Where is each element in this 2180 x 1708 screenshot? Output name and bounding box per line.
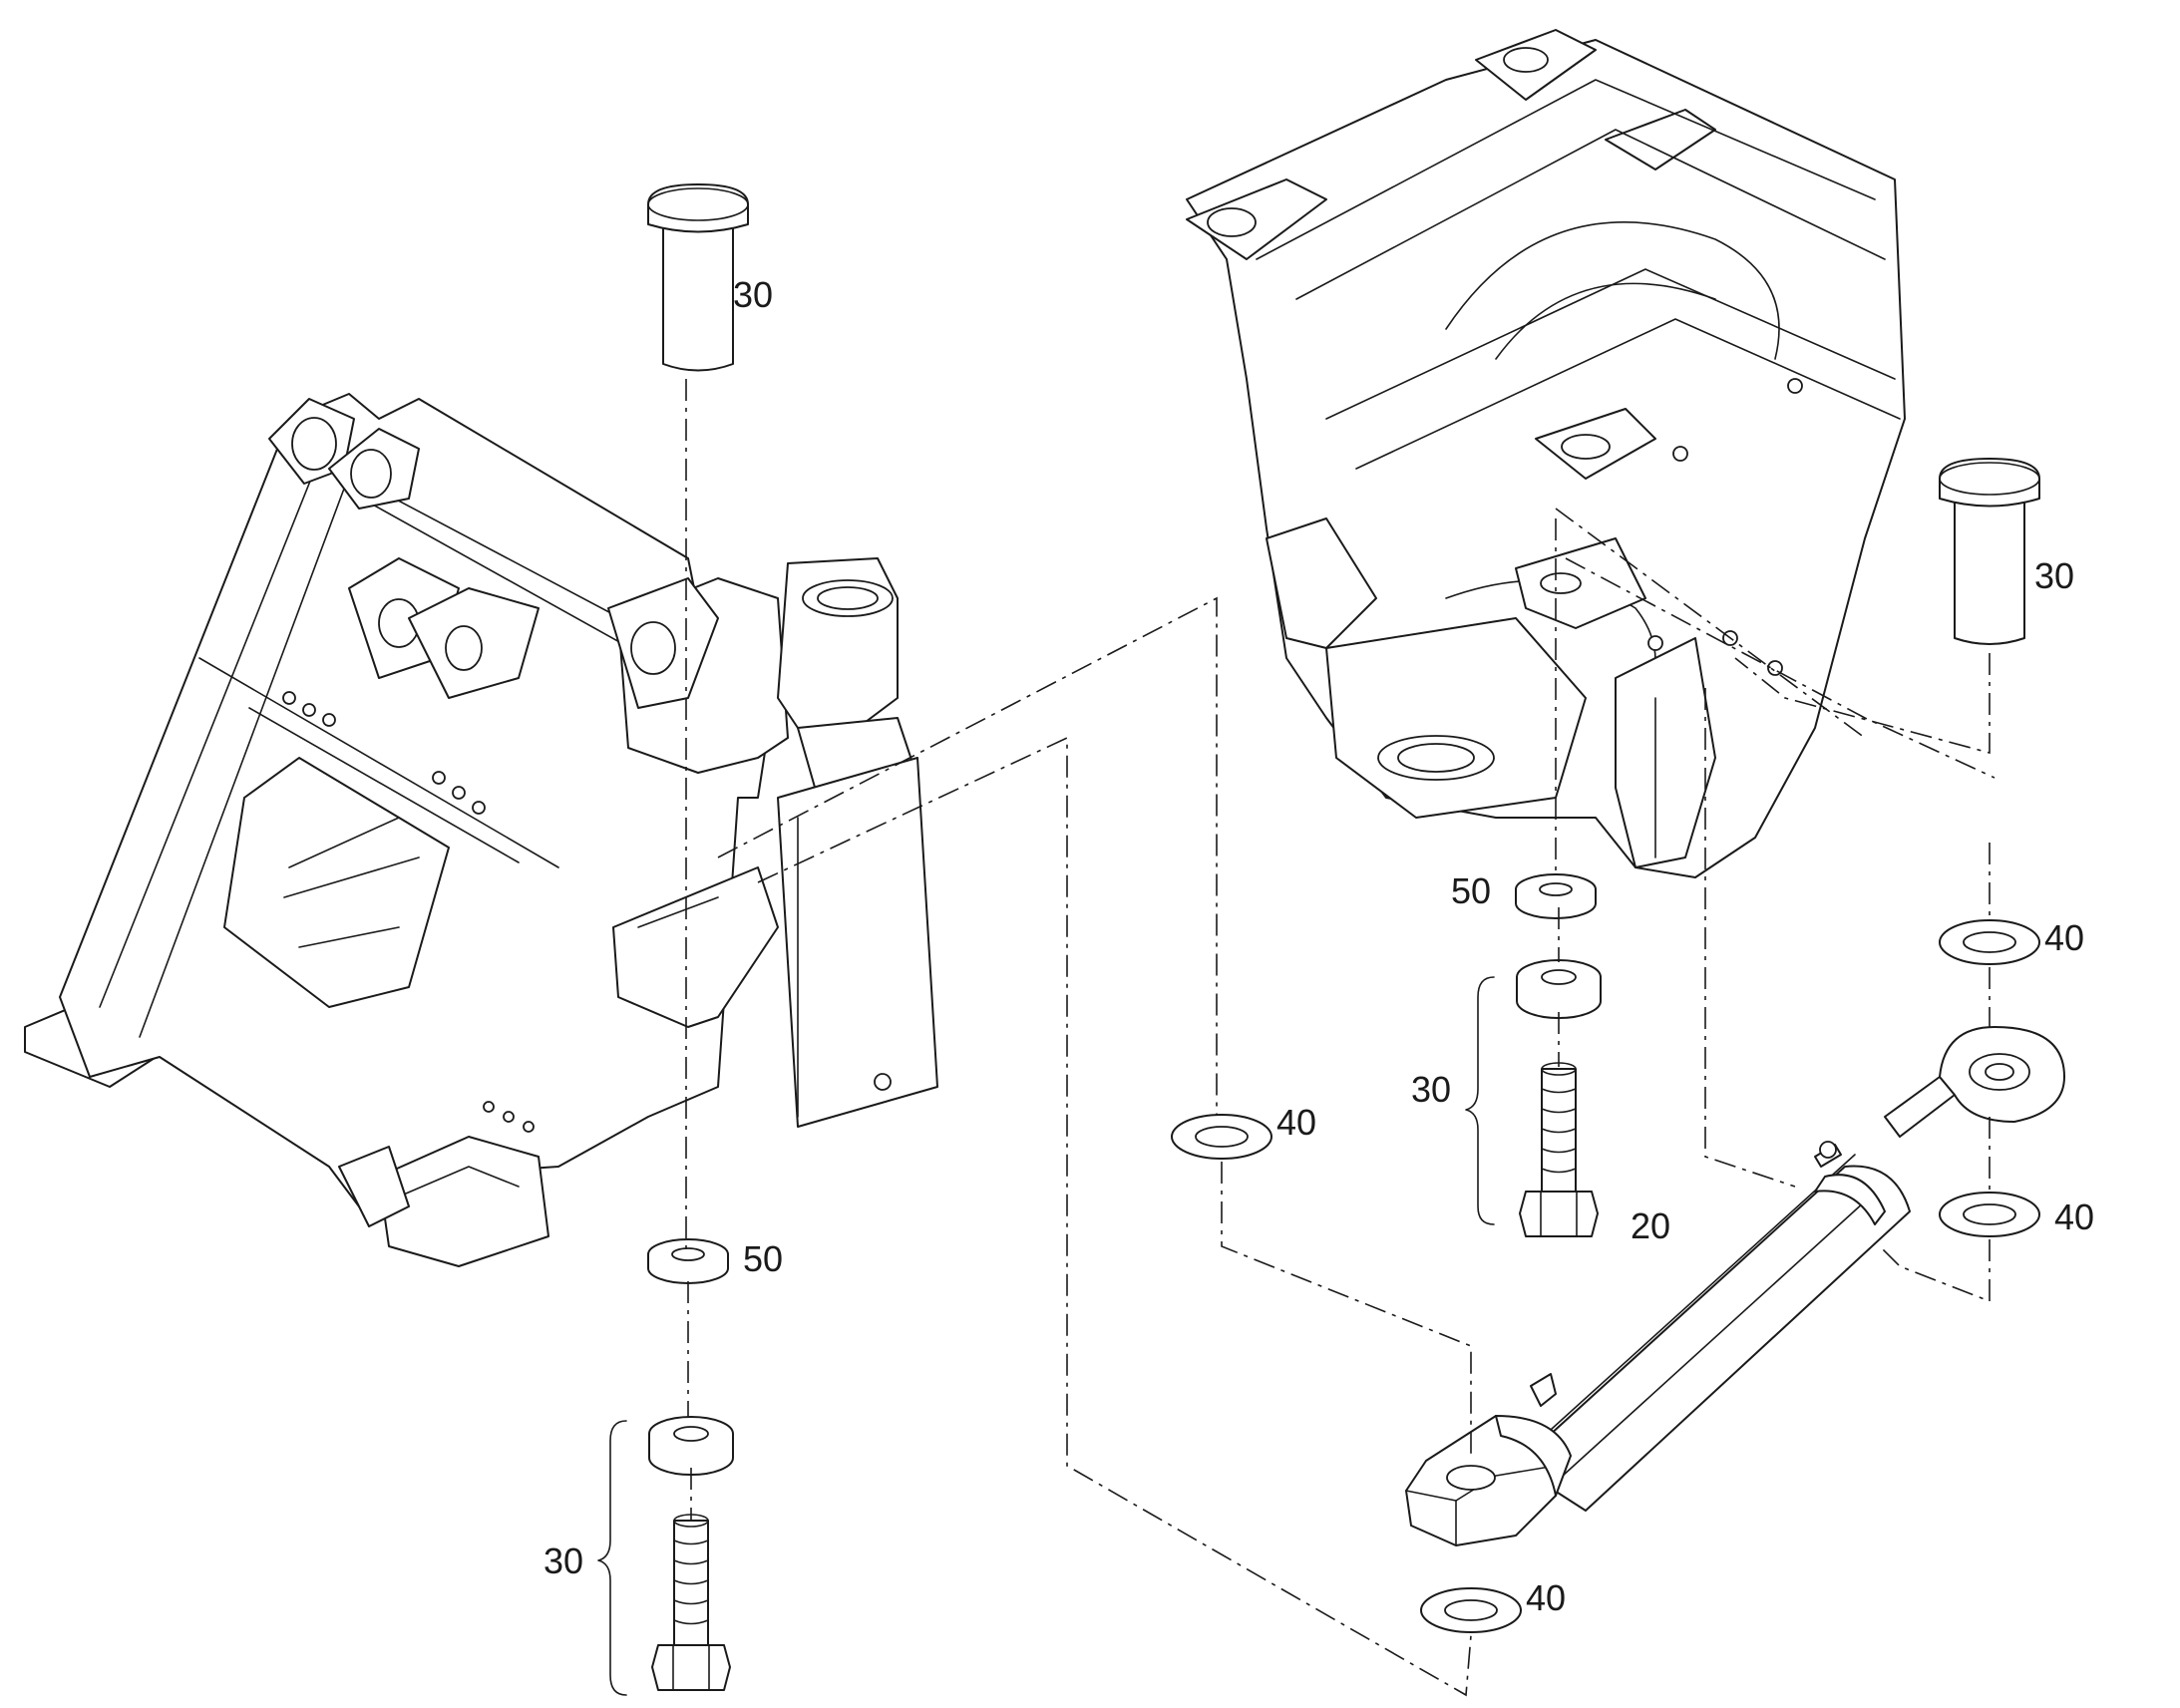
label-bolt-set-right: 30 bbox=[1411, 1069, 1451, 1110]
washer-50-left bbox=[647, 1238, 729, 1284]
pin-upper-left bbox=[647, 183, 749, 372]
label-washer-50-left: 50 bbox=[743, 1238, 783, 1279]
label-pin-right: 30 bbox=[2034, 555, 2074, 596]
label-washer-40-bottom: 40 bbox=[1526, 1577, 1566, 1618]
washer-50-right bbox=[1515, 873, 1597, 919]
label-washer-40-left: 40 bbox=[1276, 1102, 1316, 1143]
frame-holes bbox=[282, 691, 892, 1133]
label-bolt-set-left: 30 bbox=[544, 1540, 583, 1581]
bolt-set-left bbox=[648, 1416, 734, 1691]
pin-right bbox=[1939, 458, 2040, 645]
label-washer-50-right: 50 bbox=[1451, 870, 1491, 911]
label-washer-40-top-right: 40 bbox=[2044, 917, 2084, 958]
washer-40-bottom bbox=[1420, 1587, 1522, 1633]
washer-40-mid-right bbox=[1939, 1192, 2040, 1237]
bracket-bolt-set-right bbox=[1465, 976, 1495, 1225]
washer-40-top-right bbox=[1939, 919, 2040, 965]
label-washer-40-mid-right: 40 bbox=[2054, 1196, 2094, 1237]
front-frame bbox=[24, 393, 938, 1267]
label-pin-upper-left: 30 bbox=[733, 274, 773, 315]
rear-frame bbox=[1186, 29, 1906, 878]
label-cylinder: 20 bbox=[1631, 1205, 1670, 1246]
bolt-set-right bbox=[1516, 959, 1602, 1237]
bracket-bolt-set-left bbox=[597, 1420, 627, 1696]
steering-cylinder bbox=[1405, 1026, 2065, 1546]
assembly-leader-lines bbox=[685, 379, 1996, 1697]
washer-40-left bbox=[1171, 1114, 1272, 1160]
